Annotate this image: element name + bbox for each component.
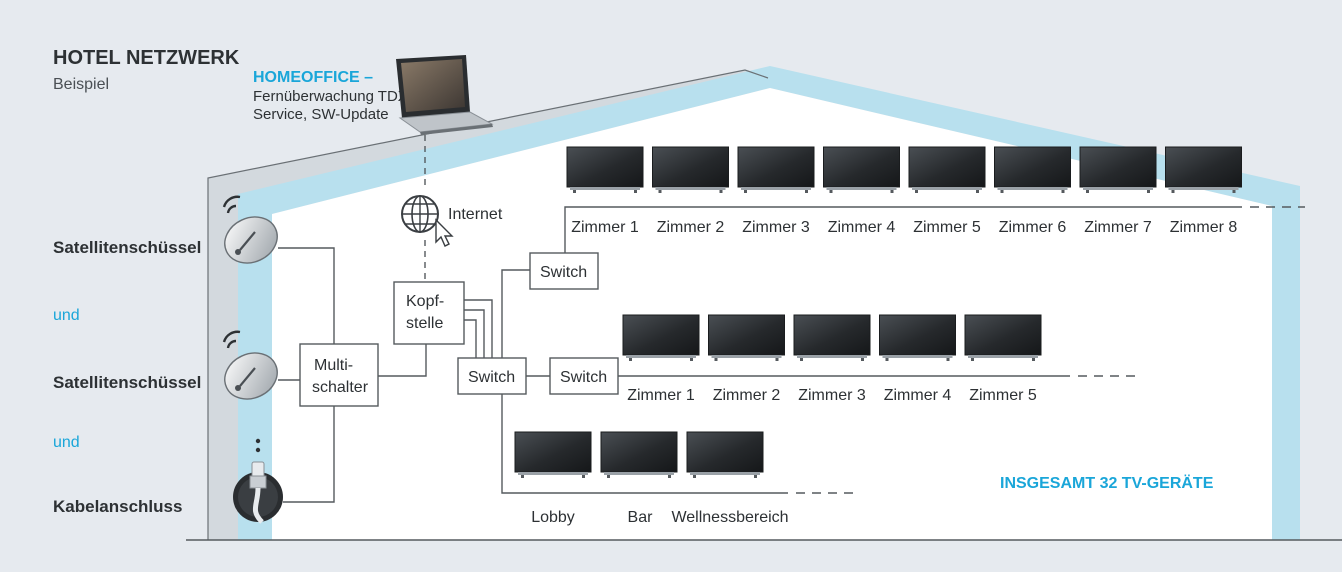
source-label-cable: Kabelanschluss xyxy=(53,497,182,516)
homeoffice-title: HOMEOFFICE – xyxy=(253,69,373,86)
cable-connector-icon xyxy=(233,461,283,524)
kopfstelle-box xyxy=(393,281,465,345)
tv-icon xyxy=(686,431,764,478)
more-sources-dots xyxy=(255,438,261,453)
tv-icon xyxy=(908,146,986,193)
tv-label: Zimmer 5 xyxy=(913,219,981,236)
tv-icon xyxy=(737,146,815,193)
connector-main-switch-top-switch xyxy=(501,269,530,358)
multischalter-label-1: Multi- xyxy=(314,357,353,374)
cursor-icon xyxy=(435,218,454,247)
tv-label: Zimmer 4 xyxy=(828,219,896,236)
kopfstelle-label-2: stelle xyxy=(406,315,443,332)
internet-globe-icon xyxy=(401,195,439,233)
source-label-sat1: Satellitenschüssel xyxy=(53,238,201,257)
tv-icon xyxy=(622,314,700,361)
mid-switch-box xyxy=(549,357,619,395)
connector-main-switch-bottom-row xyxy=(501,394,788,494)
connector-kopfstelle-switch-1 xyxy=(464,299,493,358)
total-tv-count: INSGESAMT 32 TV-GERÄTE xyxy=(1000,474,1214,492)
tv-icon xyxy=(600,431,678,478)
tv-row-bottom: Lobby Bar Wellnessbereich xyxy=(514,431,789,526)
internet-label: Internet xyxy=(448,206,503,223)
tv-label: Zimmer 2 xyxy=(657,219,725,236)
homeoffice-line1: Fernüberwachung TDX, xyxy=(253,88,412,105)
connector-multischalter-kopfstelle xyxy=(378,344,427,377)
tv-icon xyxy=(879,314,956,361)
main-switch-label: Switch xyxy=(468,369,515,386)
connector-kopfstelle-switch-2 xyxy=(464,309,485,358)
laptop-icon xyxy=(396,55,494,135)
satellite-dish-icon xyxy=(222,330,278,400)
tv-label: Zimmer 5 xyxy=(969,387,1037,404)
mid-switch-label: Switch xyxy=(560,369,607,386)
tv-icon xyxy=(1165,146,1242,193)
page-title: HOTEL NETZWERK xyxy=(53,47,240,69)
source-label-und1: und xyxy=(53,307,80,324)
connector-cable-multischalter xyxy=(283,406,335,503)
tv-row-middle: Zimmer 1 Zimmer 2 Zimmer 3 Zimmer 4 Zimmer 5 xyxy=(622,314,1042,404)
tv-label: Zimmer 3 xyxy=(742,219,810,236)
tv-label: Zimmer 7 xyxy=(1084,219,1152,236)
tv-label: Lobby xyxy=(531,509,575,526)
tv-icon xyxy=(514,431,592,478)
tv-icon xyxy=(964,314,1042,361)
tv-icon xyxy=(1079,146,1157,193)
tv-label: Zimmer 2 xyxy=(713,387,781,404)
house-interior xyxy=(272,88,1272,540)
tv-icon xyxy=(652,146,729,193)
main-switch-box xyxy=(457,357,527,395)
tv-label: Wellnessbereich xyxy=(671,509,788,526)
tv-label: Zimmer 8 xyxy=(1170,219,1238,236)
top-switch-label: Switch xyxy=(540,264,587,281)
connector-sat1-multischalter xyxy=(278,247,335,358)
tv-label: Zimmer 3 xyxy=(798,387,866,404)
connector-top-switch-row xyxy=(564,206,1242,253)
tv-label: Zimmer 1 xyxy=(627,387,695,404)
homeoffice-line2: Service, SW-Update xyxy=(253,106,389,123)
tv-label: Bar xyxy=(628,509,654,526)
tv-label: Zimmer 6 xyxy=(999,219,1067,236)
tv-label: Zimmer 1 xyxy=(571,219,639,236)
tv-icon xyxy=(823,146,900,193)
satellite-dish-icon xyxy=(222,195,278,264)
tv-icon xyxy=(708,314,785,361)
kopfstelle-label-1: Kopf- xyxy=(406,293,444,310)
multischalter-box xyxy=(299,343,379,407)
tv-row-top: Zimmer 1 Zimmer 2 Zimmer 3 Zimmer 4 Zimmer 5… xyxy=(566,146,1242,236)
tv-label: Zimmer 4 xyxy=(884,387,952,404)
page-subtitle: Beispiel xyxy=(53,76,109,93)
connector-kopfstelle-switch-3 xyxy=(464,319,477,358)
top-switch-box xyxy=(529,252,599,290)
source-label-und2: und xyxy=(53,434,80,451)
multischalter-label-2: schalter xyxy=(312,379,369,396)
tv-icon xyxy=(994,146,1071,193)
source-label-sat2: Satellitenschüssel xyxy=(53,373,201,392)
tv-icon xyxy=(566,146,644,193)
tv-icon xyxy=(793,314,871,361)
